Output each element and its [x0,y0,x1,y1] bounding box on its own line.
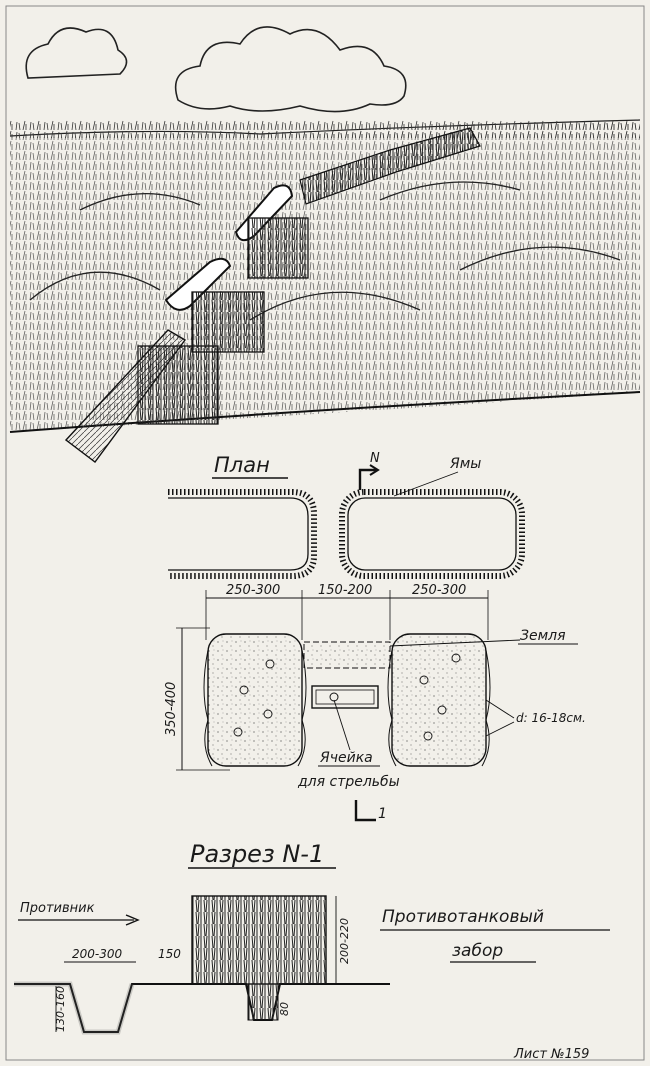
north-arrow-icon [358,464,380,490]
caption: Противотанковый забор [380,907,610,963]
pits-label: Ямы [449,456,481,472]
dim-gap: 150-200 [318,583,372,598]
dim-ditch-width: 200-300 [72,947,123,961]
diameter-label: d: 16-18см. [516,711,586,725]
plan-block-right [391,633,487,767]
firing-cell [311,685,379,709]
plan-title: План [214,453,270,477]
fence-block-1 [137,345,219,425]
enemy-label: Противник [20,901,95,916]
plan-view: План N Ямы 250-300 150-200 250-300 350-4… [164,451,586,822]
plan-pit-right [339,489,525,579]
perspective-sketch [9,26,641,463]
section-mark: 1 [378,806,387,822]
dim-post-depth: 80 [278,1002,291,1016]
caption-line1: Противотанковый [382,907,544,927]
fence-block-2 [191,291,265,353]
fence-far [299,127,481,205]
section-view: Разрез N-1 Противник 200-300 150 130-160… [14,840,390,1035]
section-fence [191,895,327,985]
dim-height: 350-400 [164,682,179,736]
caption-line2: забор [452,941,503,961]
cloud-left [25,27,128,79]
dim-width-left: 250-300 [226,583,280,598]
cloud-right [174,26,407,113]
plan-earth [303,641,391,669]
fence-block-3 [247,217,309,279]
dim-fence-height: 200-220 [338,918,351,964]
earth-label: Земля [520,628,566,644]
plan-pit-left [168,489,317,579]
section-title: Разрез N-1 [190,840,324,868]
north-label: N [370,451,380,466]
dim-ditch-depth: 130-160 [54,986,67,1032]
plan-block-left [207,633,303,767]
dim-width-right: 250-300 [412,583,466,598]
cell-label-2: для стрельбы [297,774,400,790]
cell-label-1: Ячейка [319,750,373,766]
pit-1 [164,257,232,311]
dim-section-gap: 150 [158,947,181,961]
sheet-number: Лист №159 [513,1047,589,1062]
